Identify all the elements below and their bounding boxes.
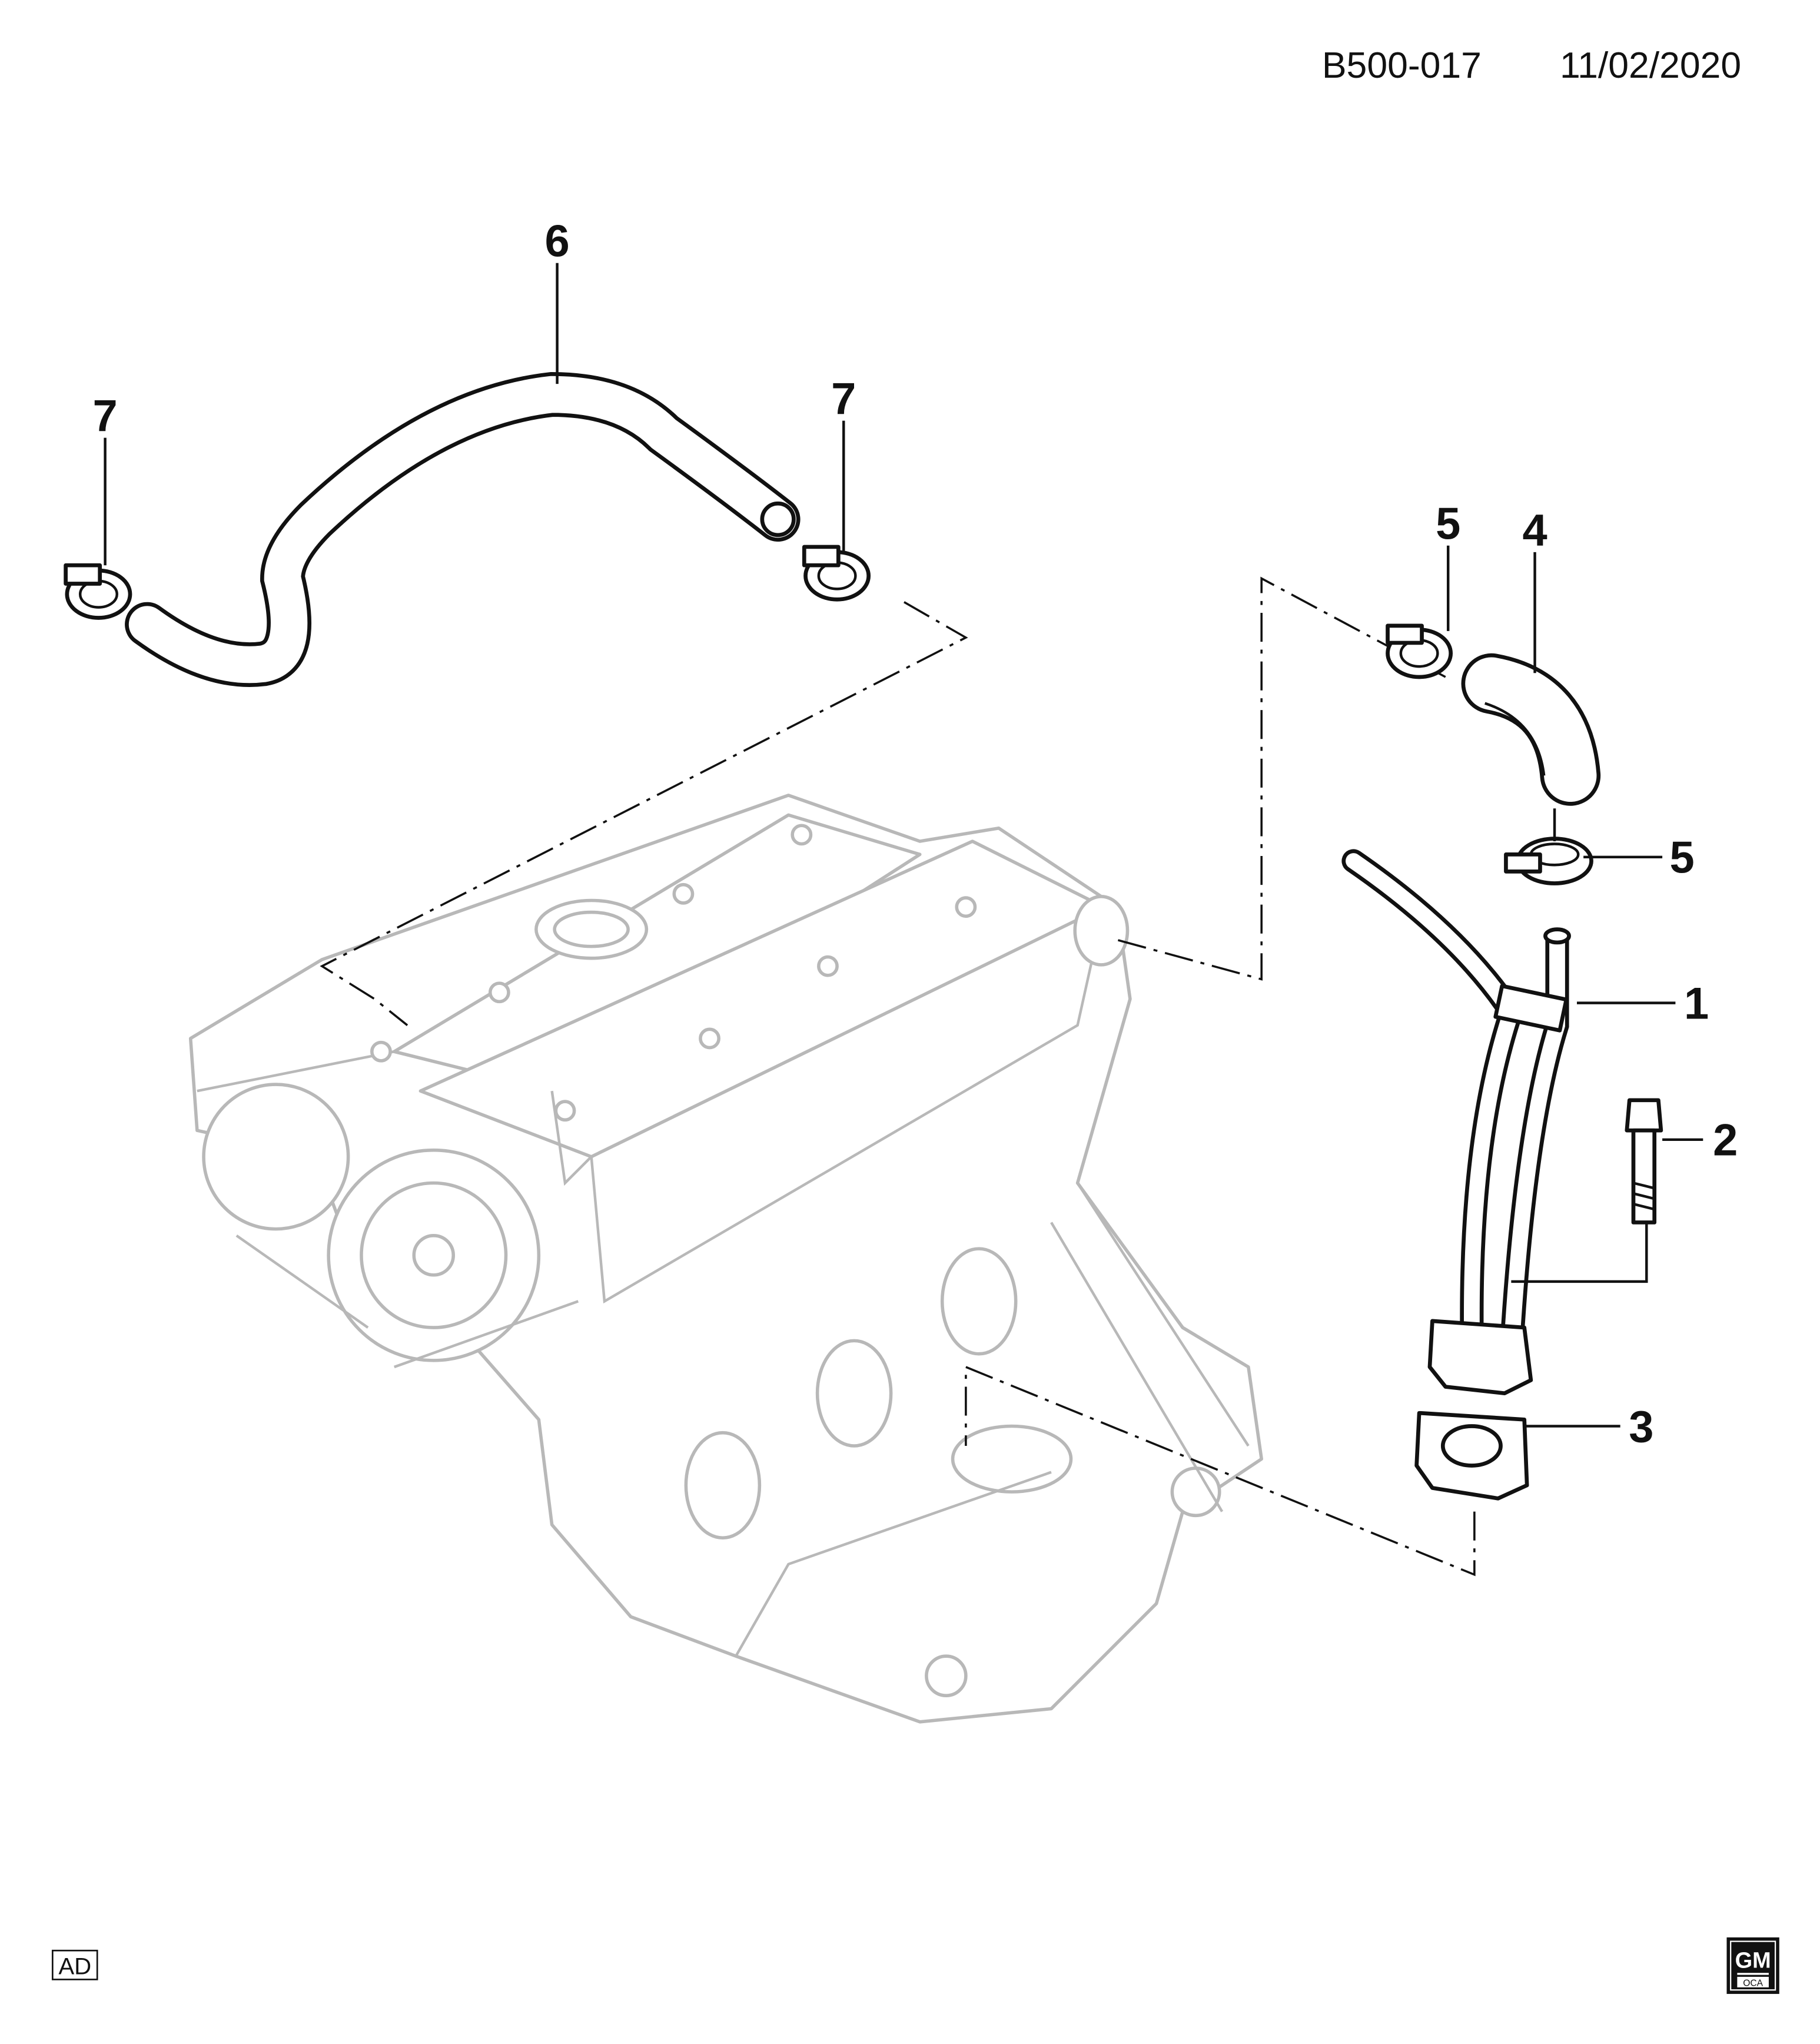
logo-text: GM: [1735, 1948, 1771, 1973]
clamp-7-left: [64, 563, 132, 620]
callout-5-upper: 5: [1436, 499, 1460, 549]
callout-4: 4: [1522, 506, 1547, 556]
gm-oca-logo: GM OCA: [1726, 1937, 1779, 1994]
clamp-5-upper: [1386, 623, 1453, 679]
oil-filler-tube-1: [1341, 849, 1571, 1396]
hose-6: [125, 372, 801, 687]
phantom-line-gasket-3: [965, 1365, 1476, 1577]
phantom-line-hose-4: [1117, 576, 1446, 981]
callout-6: 6: [544, 217, 569, 267]
clamp-5-lower: [1504, 837, 1593, 885]
clamp-7-right: [802, 545, 871, 602]
callout-7-right: 7: [831, 374, 856, 424]
bolt-2: [1625, 1098, 1663, 1225]
callout-7-left: 7: [92, 391, 117, 441]
diagram-code: B500-017: [1322, 45, 1482, 86]
region-code-box: AD: [51, 1949, 98, 1980]
logo-subtext: OCA: [1743, 1979, 1763, 1989]
diagram-date: 11/02/2020: [1560, 45, 1741, 86]
region-code: AD: [58, 1953, 91, 1979]
callout-3: 3: [1629, 1402, 1653, 1452]
gasket-3: [1414, 1411, 1529, 1501]
leader-lines: [104, 263, 1703, 1428]
phantom-line-hose-6: [320, 601, 968, 1026]
callout-2: 2: [1713, 1116, 1738, 1166]
engine-block-illustration: [188, 794, 1263, 1724]
callout-1: 1: [1684, 978, 1709, 1028]
elbow-hose-4: [1461, 653, 1601, 806]
callout-5-lower: 5: [1669, 833, 1694, 883]
